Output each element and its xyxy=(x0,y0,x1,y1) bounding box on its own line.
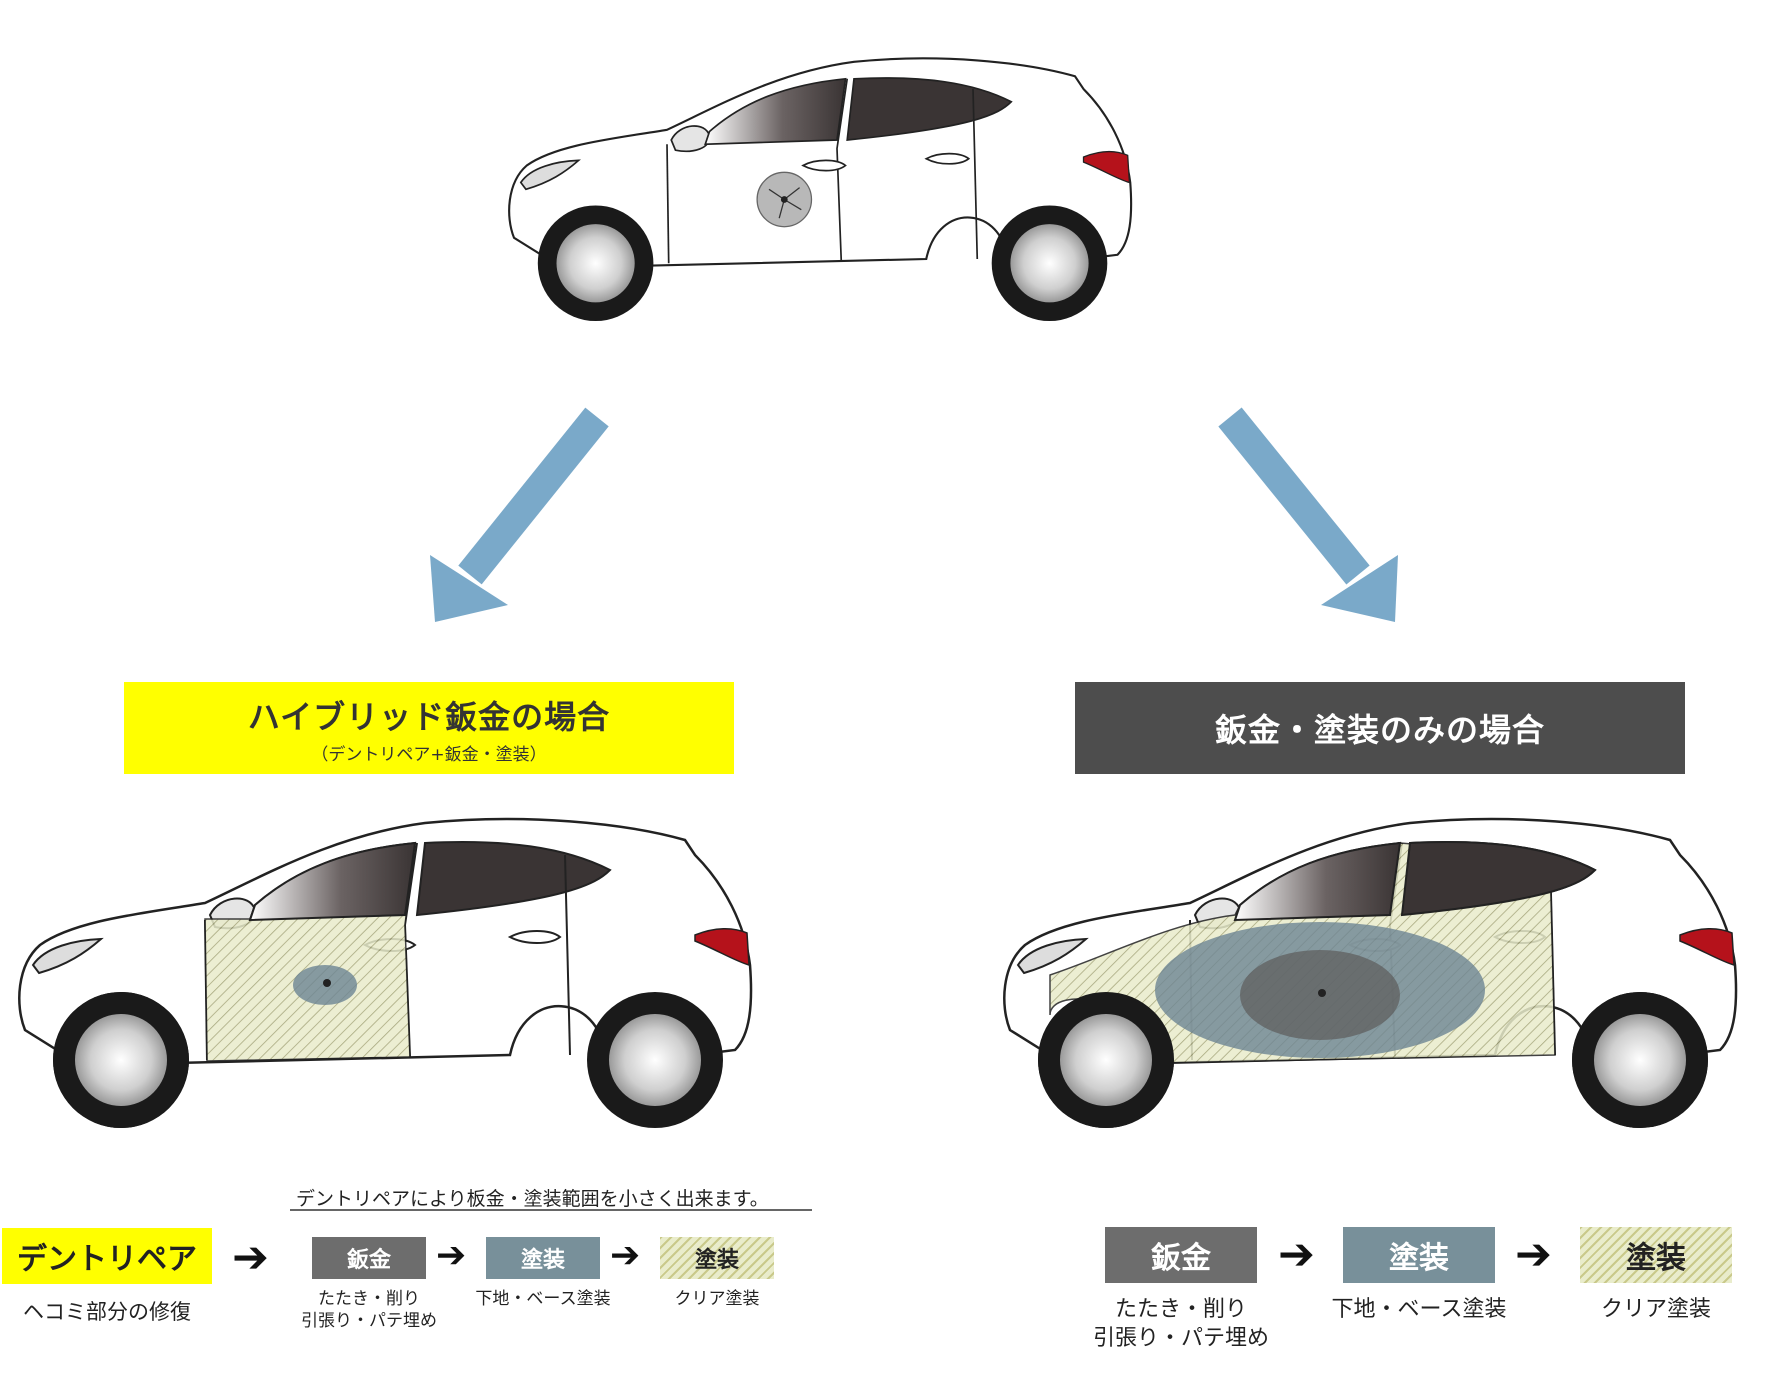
right-step-base-paint-caption: 下地・ベース塗装 xyxy=(1331,1297,1507,1322)
hybrid-repair-banner: ハイブリッド鈑金の場合 （デントリペア+鈑金・塗装） xyxy=(124,682,734,774)
right-step-clear-coat-caption: クリア塗装 xyxy=(1600,1297,1711,1322)
flow-arrow-2: ➔ xyxy=(436,1235,467,1276)
flow-arrow-1: ➔ xyxy=(232,1232,269,1283)
hybrid-repair-subtitle: （デントリペア+鈑金・塗装） xyxy=(311,744,547,765)
sheet-metal-only-car xyxy=(1003,817,1738,1130)
right-flow-arrow-1: ➔ xyxy=(1278,1229,1315,1280)
step-dent-repair: デントリペア xyxy=(2,1228,212,1284)
step-clear-coat: 塗装 xyxy=(660,1237,774,1279)
right-step-sheet-metal-caption-1: たたき・削り xyxy=(1114,1297,1247,1322)
hybrid-repair-car xyxy=(18,817,753,1130)
hybrid-note: デントリペアにより板金・塗装範囲を小さく出来ます。 xyxy=(296,1188,769,1210)
flow-arrow-3: ➔ xyxy=(610,1235,641,1276)
right-step-sheet-metal-caption-2: 引張り・パテ埋め xyxy=(1092,1326,1269,1351)
right-step-clear-coat: 塗装 xyxy=(1580,1227,1732,1283)
damaged-car xyxy=(508,57,1133,323)
arrow-to-sheet-metal-only xyxy=(1218,407,1398,622)
arrow-to-hybrid xyxy=(430,407,609,622)
step-clear-coat-caption: クリア塗装 xyxy=(674,1289,760,1309)
step-sheet-metal-caption-2: 引張り・パテ埋め xyxy=(301,1311,437,1331)
dent-mark xyxy=(756,171,813,228)
right-step-base-paint: 塗装 xyxy=(1343,1227,1495,1283)
right-step-sheet-metal: 鈑金 xyxy=(1105,1227,1257,1283)
step-base-paint: 塗装 xyxy=(486,1237,600,1279)
step-sheet-metal: 鈑金 xyxy=(312,1237,426,1279)
sheet-metal-only-banner: 鈑金・塗装のみの場合 xyxy=(1075,682,1685,774)
right-flow-arrow-2: ➔ xyxy=(1515,1229,1552,1280)
step-base-paint-caption: 下地・ベース塗装 xyxy=(475,1289,611,1309)
step-dent-repair-caption: ヘコミ部分の修復 xyxy=(23,1300,191,1324)
hybrid-repair-title: ハイブリッド鈑金の場合 xyxy=(247,697,611,736)
sheet-metal-only-title: 鈑金・塗装のみの場合 xyxy=(1214,711,1545,749)
step-sheet-metal-caption-1: たたき・削り xyxy=(318,1289,420,1309)
